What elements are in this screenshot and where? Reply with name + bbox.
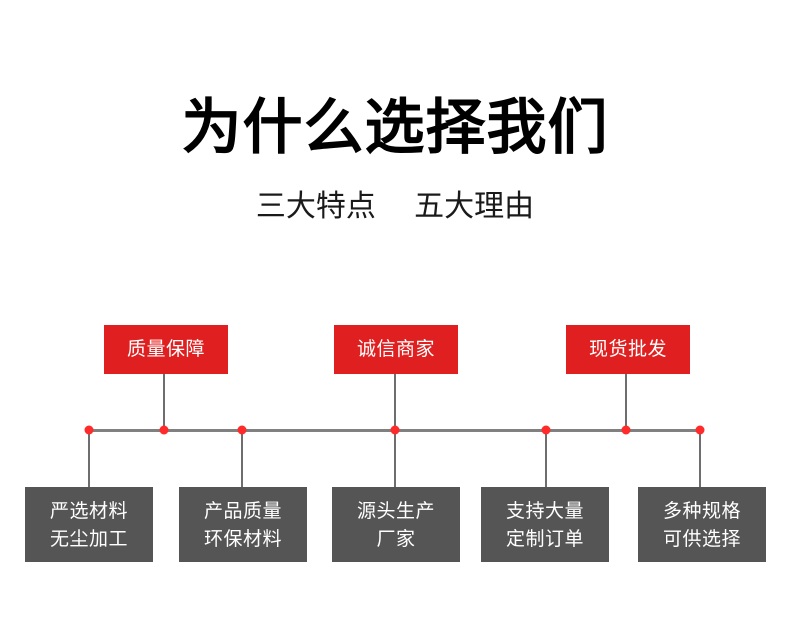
node-dot-left-end <box>84 425 94 435</box>
node-dot-bulk-custom <box>541 425 551 435</box>
page-title: 为什么选择我们 <box>181 93 609 163</box>
reason-line: 可供选择 <box>662 527 741 550</box>
feature-box-honest-merchant[interactable]: 诚信商家 <box>334 325 458 374</box>
node-dot-spot-wholesale <box>621 425 631 435</box>
reason-box-product-quality[interactable]: 产品质量 环保材料 <box>179 487 307 562</box>
page-subtitle: 三大特点 五大理由 <box>255 189 535 224</box>
reason-line: 定制订单 <box>505 527 584 550</box>
connector-bulk-custom <box>545 430 547 487</box>
reason-box-multi-spec[interactable]: 多种规格 可供选择 <box>638 487 766 562</box>
reason-line: 多种规格 <box>662 499 741 522</box>
reason-line: 严选材料 <box>49 499 128 522</box>
connector-honest-merchant <box>394 374 396 430</box>
connector-multi-spec <box>699 430 701 487</box>
reason-box-bulk-custom[interactable]: 支持大量 定制订单 <box>481 487 609 562</box>
connector-selected-materials <box>88 430 90 487</box>
connector-source-factory <box>394 430 396 487</box>
reason-box-source-factory[interactable]: 源头生产 厂家 <box>332 487 460 562</box>
feature-box-spot-wholesale[interactable]: 现货批发 <box>566 325 690 374</box>
connector-product-quality <box>241 430 243 487</box>
connector-spot-wholesale <box>625 374 627 430</box>
reason-line: 产品质量 <box>203 499 282 522</box>
feature-box-quality-assurance[interactable]: 质量保障 <box>104 325 228 374</box>
node-dot-right-end <box>695 425 705 435</box>
reason-line: 支持大量 <box>505 499 584 522</box>
reason-line: 源头生产 <box>356 499 435 522</box>
reason-line: 环保材料 <box>203 527 282 550</box>
node-dot-product-quality <box>237 425 247 435</box>
connector-quality-assurance <box>163 374 165 430</box>
reason-line: 无尘加工 <box>49 527 128 550</box>
reason-line: 厂家 <box>376 527 416 550</box>
node-dot-quality-assurance <box>159 425 169 435</box>
node-dot-source-factory <box>390 425 400 435</box>
reason-box-selected-materials[interactable]: 严选材料 无尘加工 <box>25 487 153 562</box>
